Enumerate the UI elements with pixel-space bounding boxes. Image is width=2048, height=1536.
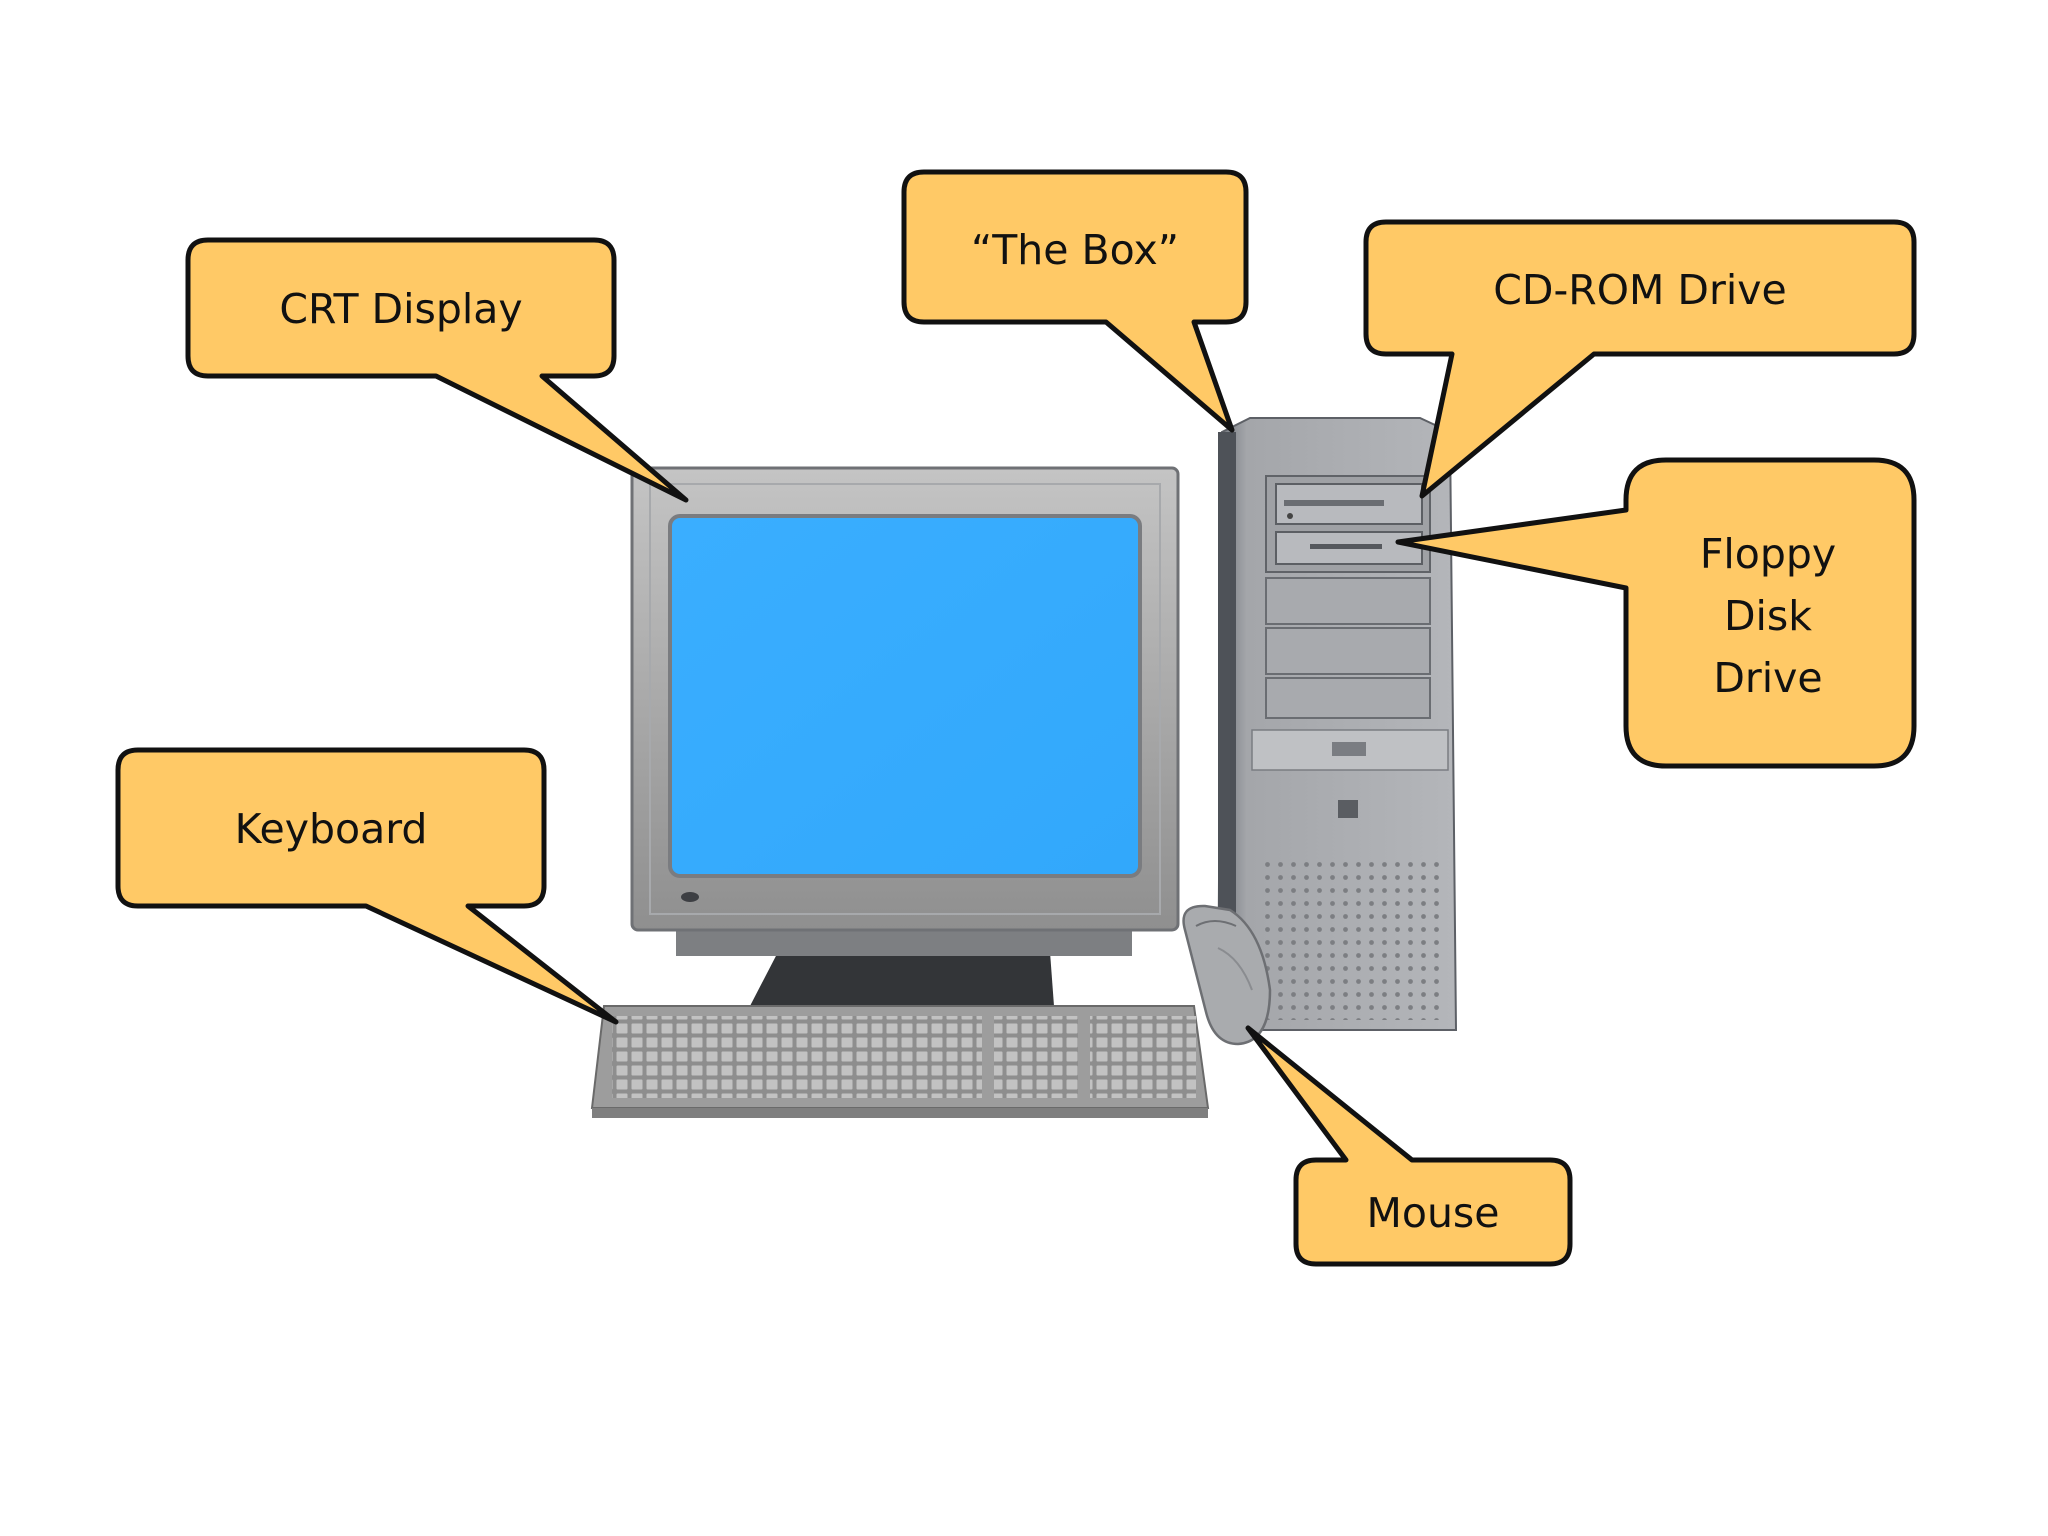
callout-floppy-line-1: Floppy bbox=[1700, 530, 1836, 578]
callout-floppy-disk-drive: Floppy Disk Drive bbox=[1395, 457, 1917, 769]
callout-crt-display-text: CRT Display bbox=[279, 285, 522, 333]
callout-floppy-line-3: Drive bbox=[1713, 654, 1822, 702]
callout-the-box: “The Box” bbox=[901, 169, 1249, 433]
callout-cd-rom-drive: CD-ROM Drive bbox=[1363, 219, 1917, 499]
callout-crt-display: CRT Display bbox=[185, 237, 689, 503]
callout-the-box-text: “The Box” bbox=[971, 226, 1179, 274]
callout-keyboard-text: Keyboard bbox=[235, 805, 428, 853]
callout-mouse-text: Mouse bbox=[1366, 1189, 1499, 1237]
callout-mouse: Mouse bbox=[1245, 1025, 1573, 1267]
keyboard bbox=[590, 1005, 1210, 1118]
computer-tower bbox=[1216, 417, 1458, 1031]
crt-screen bbox=[668, 514, 1142, 878]
crt-monitor bbox=[630, 466, 1180, 1006]
callout-cd-rom-drive-text: CD-ROM Drive bbox=[1493, 266, 1786, 314]
callout-floppy-line-2: Disk bbox=[1724, 592, 1812, 640]
callout-keyboard: Keyboard bbox=[115, 747, 619, 1025]
mouse bbox=[1182, 904, 1272, 1046]
